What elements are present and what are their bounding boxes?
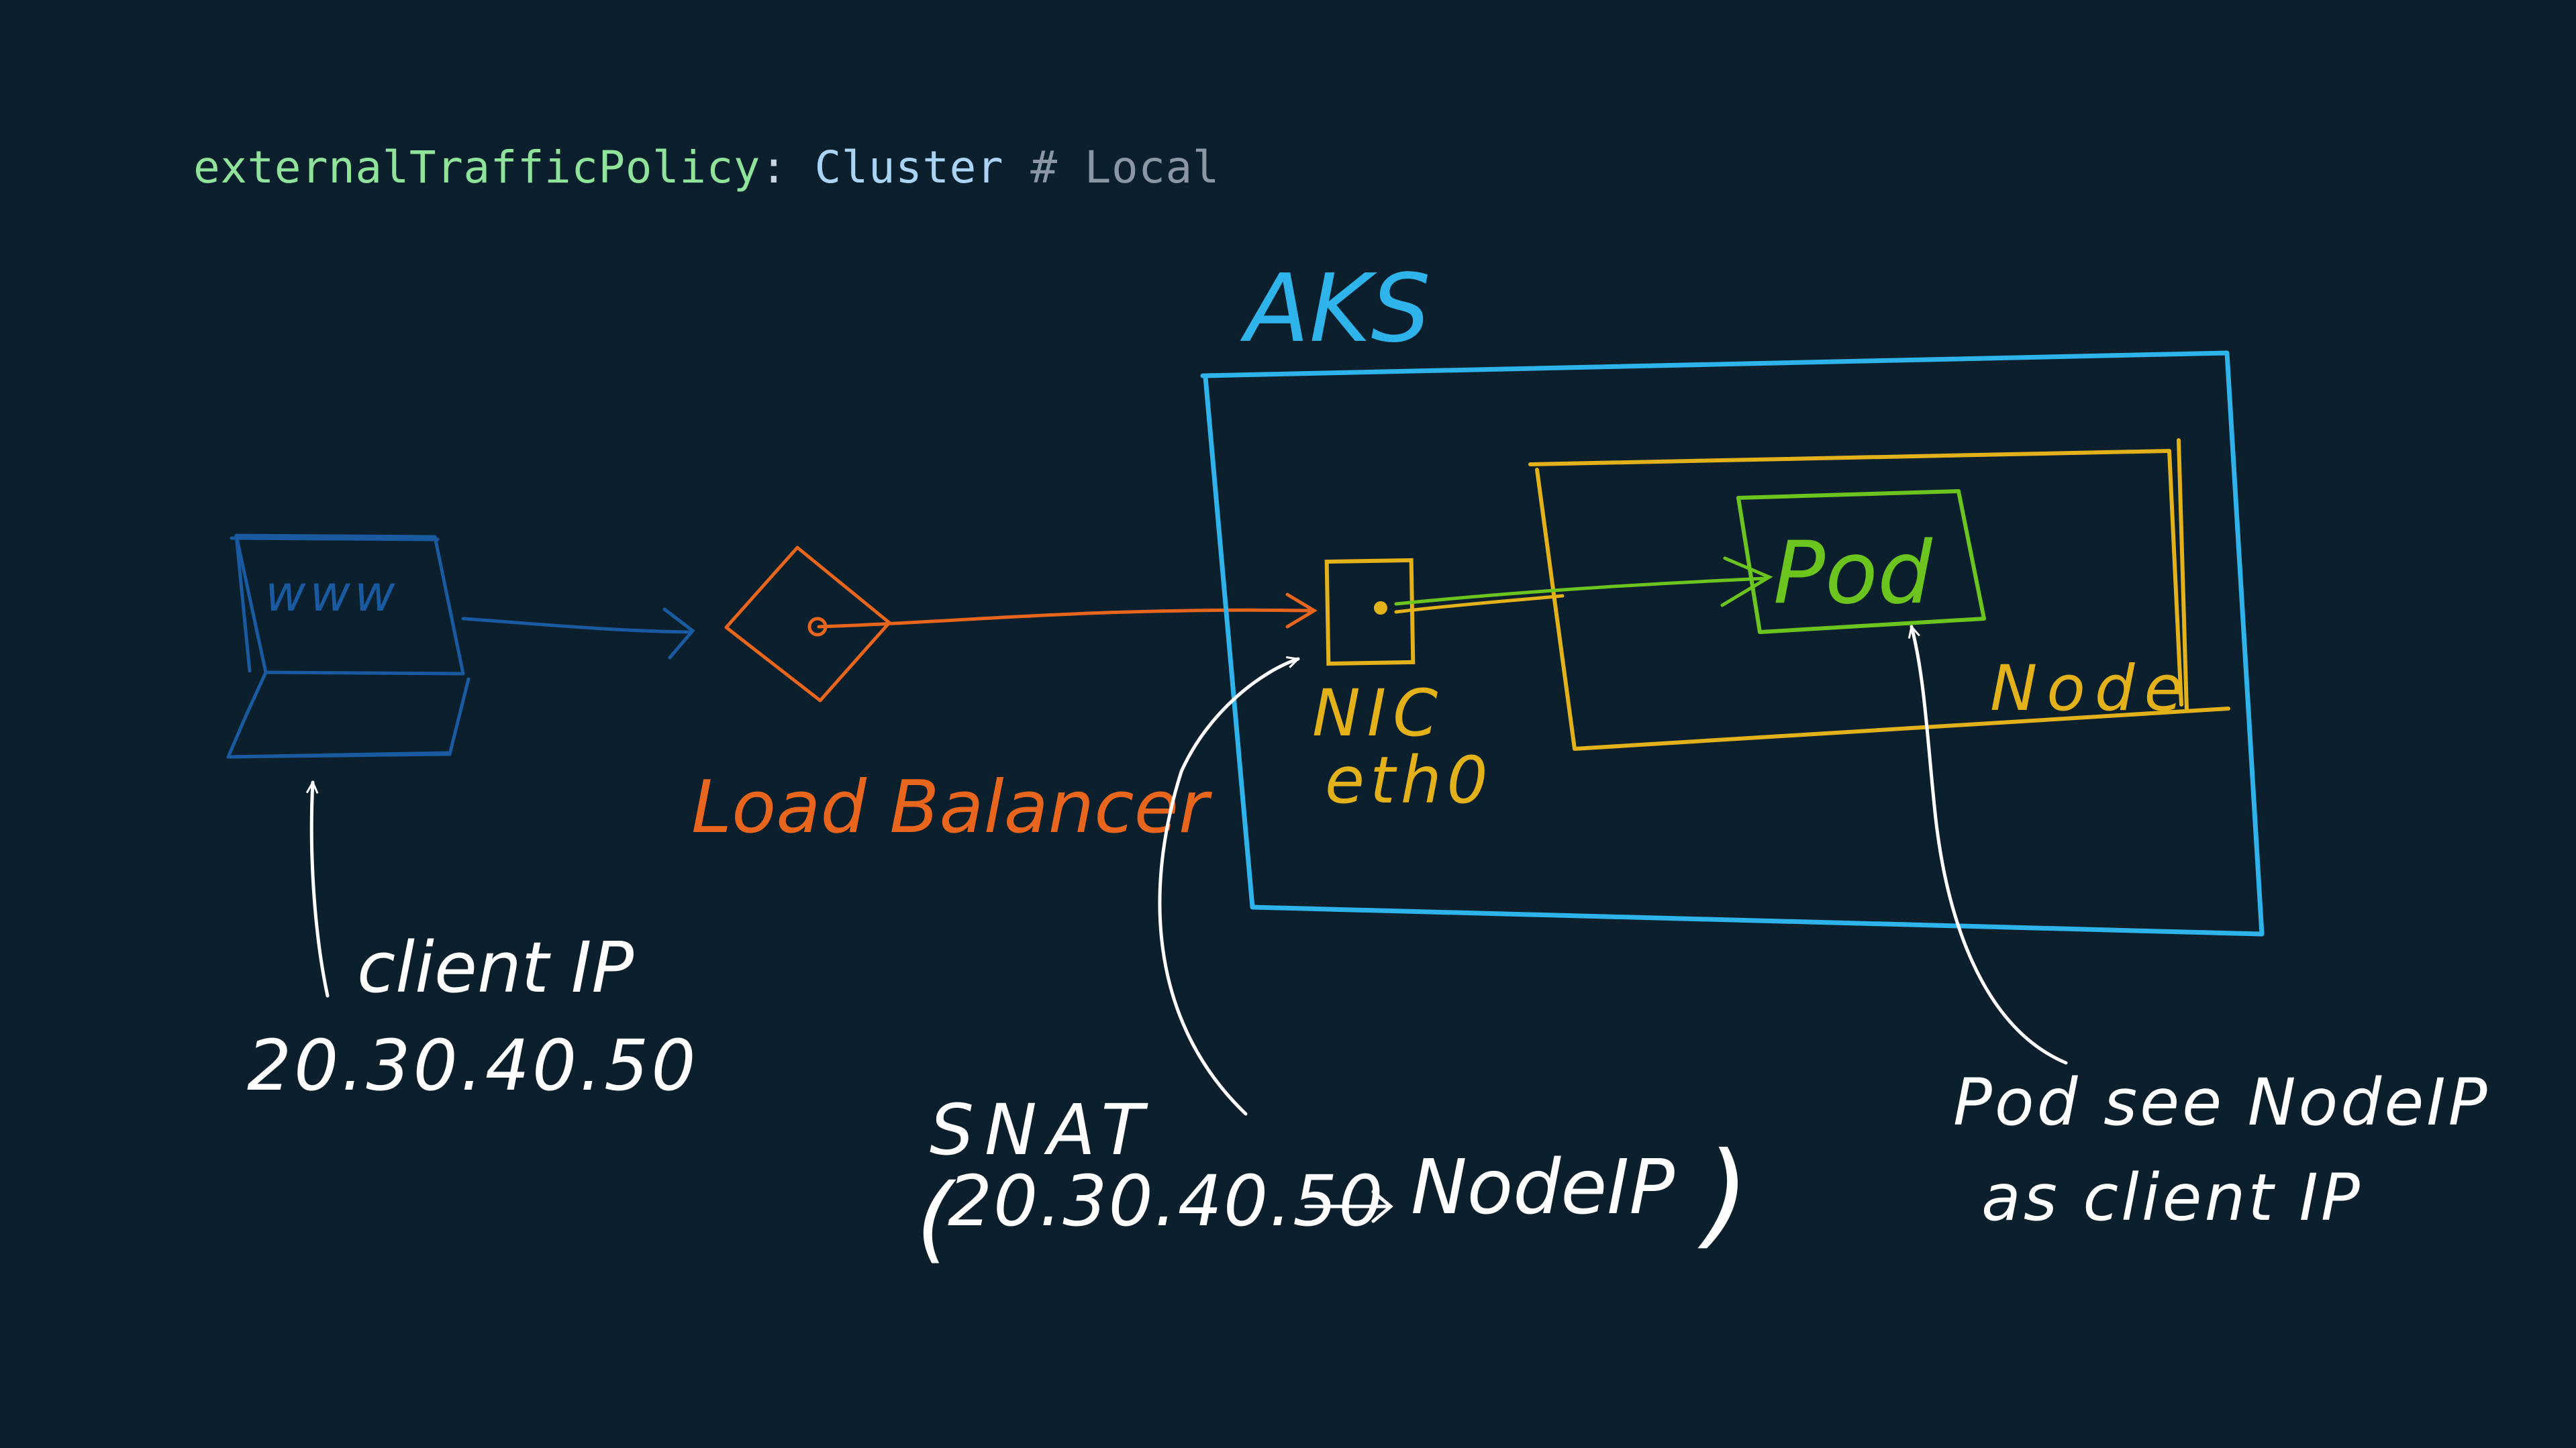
code-colon: : <box>760 142 815 193</box>
pod-see-line2: as client IP <box>1981 1160 2363 1235</box>
aks-cluster-box <box>1200 350 2265 937</box>
nic-to-pod-arrow <box>1394 556 1773 607</box>
node-label: Node <box>1990 652 2192 725</box>
nic-label-line1: NIC <box>1312 676 1444 751</box>
client-ip-value: 20.30.40.50 <box>247 1025 699 1106</box>
snat-from-ip: 20.30.40.50 <box>948 1160 1385 1242</box>
pod-see-line1: Pod see NodeIP <box>1953 1065 2489 1140</box>
snat-title: SNAT <box>930 1089 1154 1171</box>
snat-arrow <box>1158 659 1298 1116</box>
client-ip-title: client IP <box>357 927 634 1009</box>
nic-port-dot <box>1374 601 1387 615</box>
www-label: www <box>265 565 399 623</box>
pod-see-arrow <box>1912 627 2068 1065</box>
laptop-base <box>226 670 470 759</box>
snat-open-paren: ( <box>916 1164 956 1274</box>
snat-translation-arrow <box>1304 1190 1393 1223</box>
node-box <box>1528 438 2230 751</box>
laptop-base-line <box>226 751 450 759</box>
pod-label: Pod <box>1773 523 1933 623</box>
code-comment: # Local <box>1003 142 1220 193</box>
nic-label-line2: eth0 <box>1325 743 1493 818</box>
www-to-lb-arrow <box>461 607 695 660</box>
aks-label: AKS <box>1240 254 1430 364</box>
code-value: Cluster <box>814 142 1004 193</box>
www-laptop-icon <box>226 533 470 759</box>
lb-to-nic-arrow <box>817 592 1318 629</box>
snat-to-nodeip: NodeIP <box>1411 1144 1675 1231</box>
laptop-screen-top <box>230 536 440 541</box>
laptop-screen <box>234 533 465 676</box>
client-ip-arrow <box>311 782 330 998</box>
code-key: externalTrafficPolicy <box>193 142 760 193</box>
snat-close-paren: ) <box>1697 1128 1749 1261</box>
pod-box <box>1736 489 1986 634</box>
code-snippet: externalTrafficPolicy: Cluster # Local <box>193 138 1220 198</box>
load-balancer-label: Load Balancer <box>691 766 1212 849</box>
nic-node-link <box>1394 594 1565 614</box>
